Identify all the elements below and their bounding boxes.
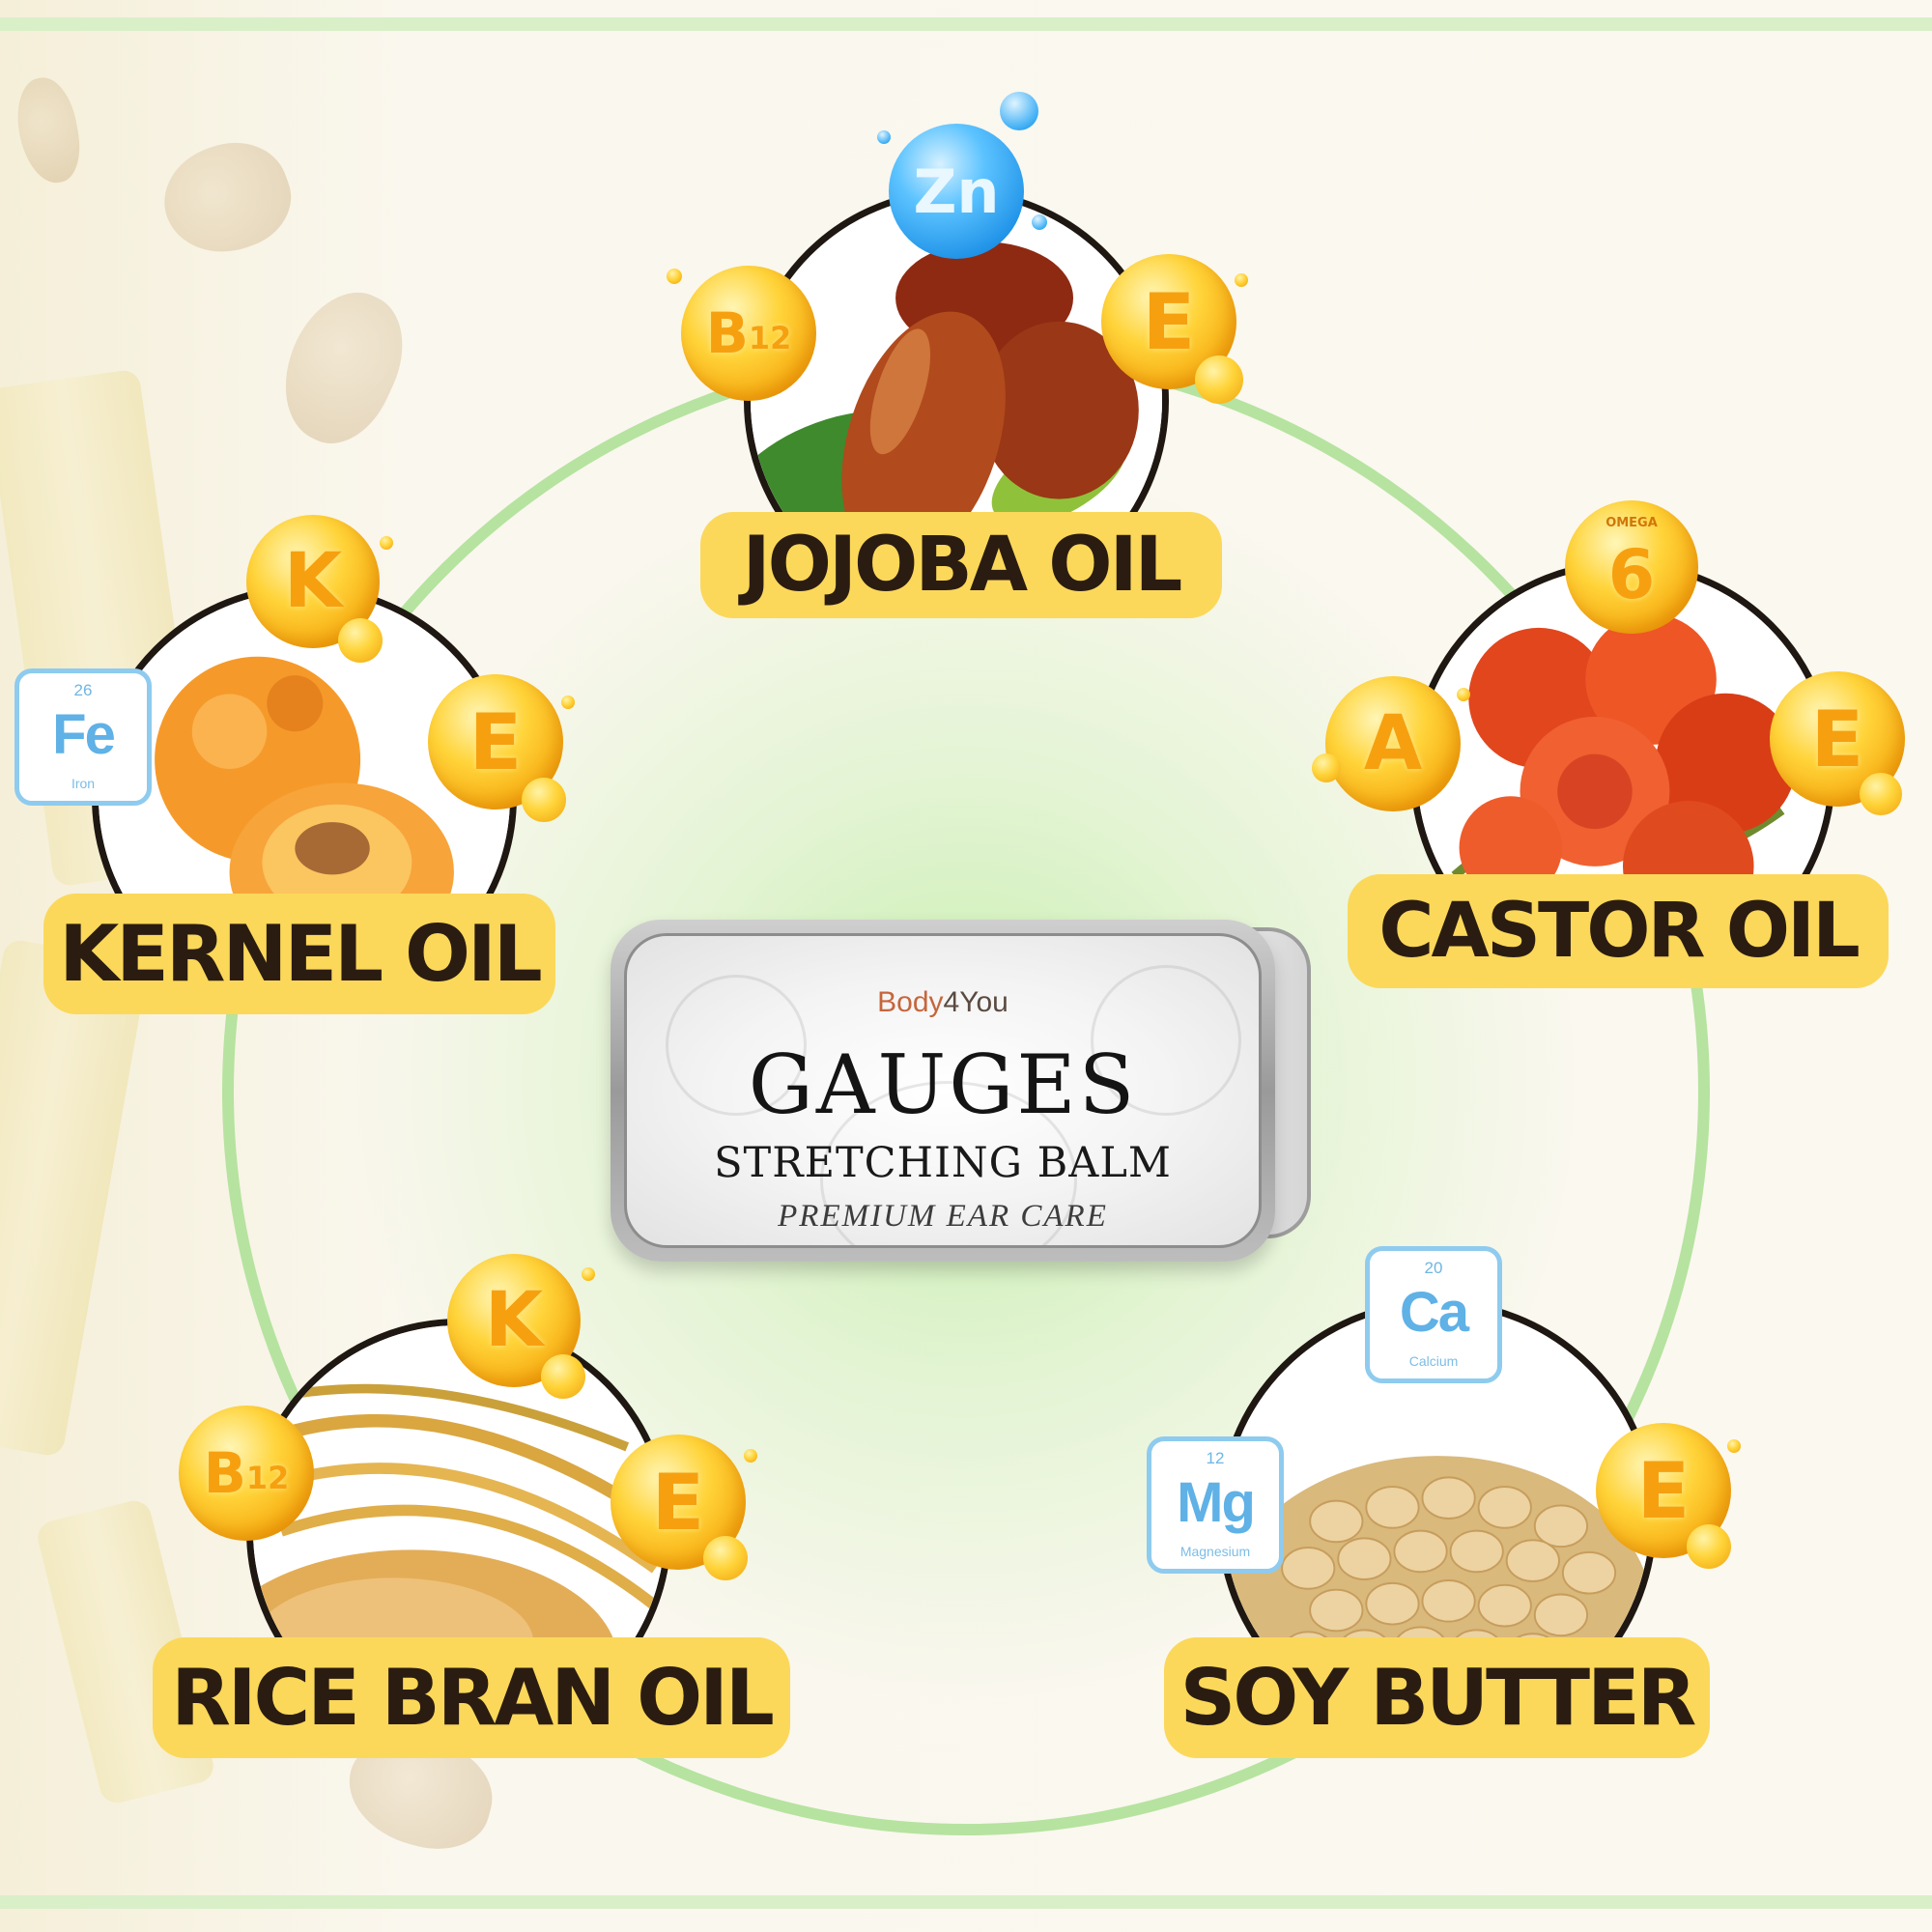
vitamin-bubble-icon xyxy=(667,269,682,284)
vitamin-bubble-icon xyxy=(582,1267,595,1281)
soy-butter-label: SOY BUTTER xyxy=(1164,1637,1710,1758)
vitamin-bubble-icon xyxy=(380,536,393,550)
tin-swirl-decoration xyxy=(666,975,807,1116)
brand-logo: Body4You xyxy=(877,986,1009,1018)
background-almond xyxy=(10,72,87,188)
jojoba-oil-label: JOJOBA OIL xyxy=(700,512,1222,618)
vitamin-bubble-icon xyxy=(703,1536,748,1580)
zinc-bubble-icon xyxy=(877,130,891,144)
vitamin-k-icon: K xyxy=(447,1254,581,1387)
bottom-border xyxy=(0,1895,1932,1909)
vitamin-e-icon: E xyxy=(1101,254,1236,389)
tin-face: Body4You GAUGES STRETCHING BALM PREMIUM … xyxy=(624,933,1262,1248)
vitamin-bubble-icon xyxy=(338,618,383,663)
castor-oil-label: CASTOR OIL xyxy=(1348,874,1889,988)
vitamin-bubble-icon xyxy=(1235,273,1248,287)
vitamin-bubble-icon xyxy=(541,1354,585,1399)
zinc-bubble-icon xyxy=(1000,92,1038,130)
kernel-oil-label: KERNEL OIL xyxy=(43,894,555,1014)
product-subtitle: STRETCHING BALM xyxy=(714,1139,1172,1187)
magnesium-element-icon: 12 Mg Magnesium xyxy=(1147,1436,1284,1574)
vitamin-a-icon: A xyxy=(1325,676,1461,811)
rice-bran-oil-label: RICE BRAN OIL xyxy=(153,1637,790,1758)
iron-element-icon: 26 Fe Iron xyxy=(14,668,152,806)
background-almond xyxy=(150,127,304,270)
vitamin-bubble-icon xyxy=(1457,688,1470,701)
background-almond xyxy=(262,274,424,460)
vitamin-k-icon: K xyxy=(246,515,380,648)
zinc-icon: Zn xyxy=(889,124,1024,259)
vitamin-bubble-icon xyxy=(561,696,575,709)
background-oil-bottle xyxy=(0,937,150,1459)
vitamin-bubble-icon xyxy=(522,778,566,822)
vitamin-bubble-icon xyxy=(1195,355,1243,404)
product-title: GAUGES xyxy=(748,1037,1138,1132)
vitamin-e-icon: E xyxy=(428,674,563,810)
vitamin-bubble-icon xyxy=(1727,1439,1741,1453)
product-tagline: PREMIUM EAR CARE xyxy=(778,1199,1108,1234)
omega-6-icon: OMEGA 6 xyxy=(1565,500,1698,634)
vitamin-bubble-icon xyxy=(744,1449,757,1463)
product-tin: Body4You GAUGES STRETCHING BALM PREMIUM … xyxy=(611,920,1275,1262)
vitamin-bubble-icon xyxy=(1312,753,1341,782)
zinc-bubble-icon xyxy=(1032,214,1047,230)
vitamin-bubble-icon xyxy=(1860,773,1902,815)
tin-swirl-decoration xyxy=(1091,965,1241,1116)
top-border xyxy=(0,17,1932,31)
calcium-element-icon: 20 Ca Calcium xyxy=(1365,1246,1502,1383)
vitamin-bubble-icon xyxy=(1687,1524,1731,1569)
